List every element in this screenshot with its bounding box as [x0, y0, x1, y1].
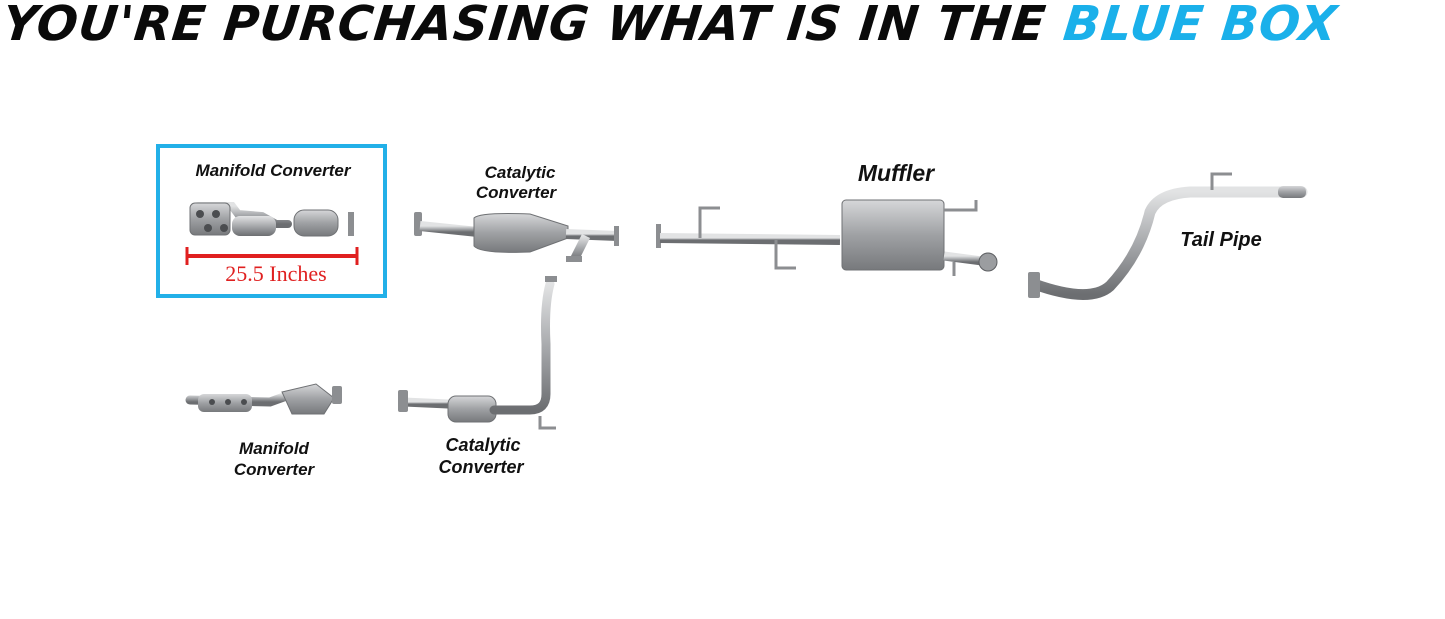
lower-catalytic-converter-image	[398, 276, 557, 430]
selected-manifold-converter-image	[185, 202, 359, 265]
selected-part-box	[156, 144, 387, 298]
tail-pipe-image	[1028, 172, 1308, 300]
measurement-label: 25.5 Inches	[225, 261, 327, 286]
lower-catalytic-label-line1: Catalytic	[445, 435, 521, 455]
lower-manifold-converter-image	[185, 383, 342, 415]
lower-catalytic-label-line2: Converter	[438, 457, 524, 477]
lower-manifold-label-line1: Manifold	[239, 439, 309, 458]
tail-pipe-label: Tail Pipe	[1180, 229, 1262, 251]
muffler-image	[656, 199, 998, 276]
upper-catalytic-converter-image	[414, 212, 619, 263]
selected-part-label: Manifold Converter	[195, 161, 351, 180]
muffler-label: Muffler	[857, 160, 935, 186]
upper-catalytic-label-line1: Catalytic	[484, 163, 556, 182]
lower-manifold-label-line2: Converter	[233, 460, 315, 479]
upper-catalytic-label-line2: Converter	[475, 183, 557, 202]
